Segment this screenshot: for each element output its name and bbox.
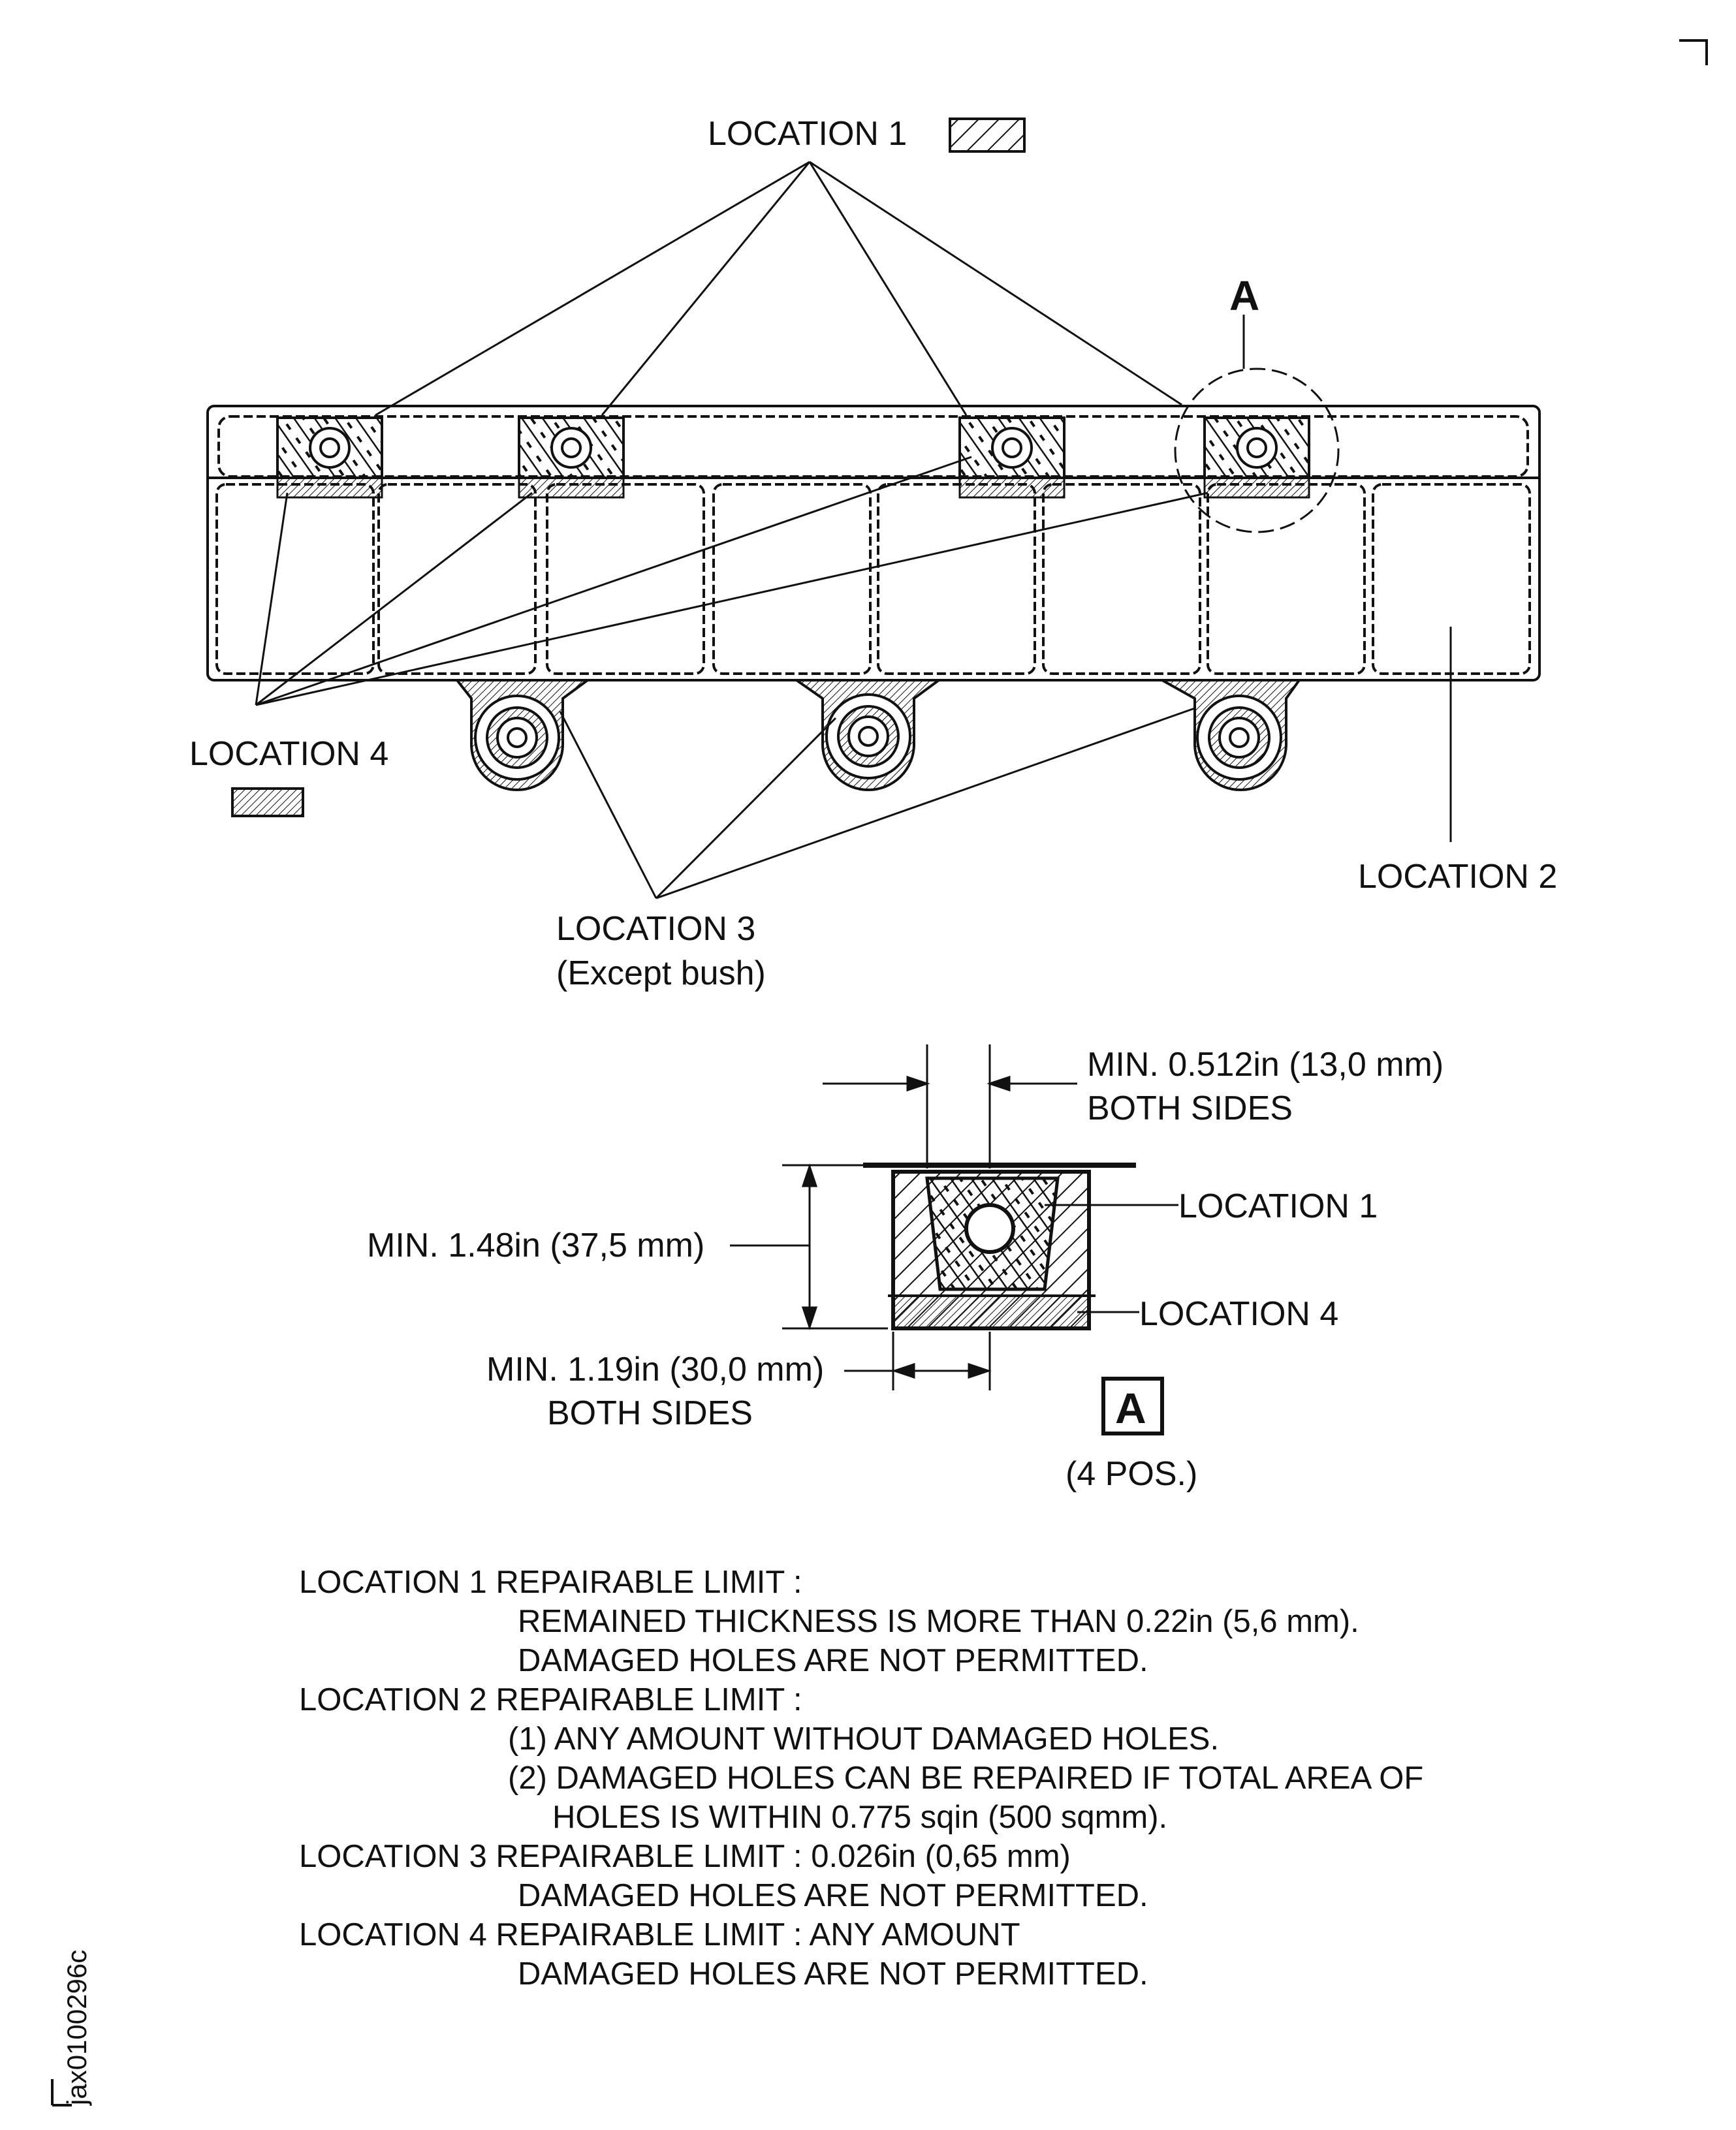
note-line: LOCATION 1 REPAIRABLE LIMIT : [299,1565,802,1600]
note-line: DAMAGED HOLES ARE NOT PERMITTED. [518,1878,1148,1913]
lug-1 [456,679,589,791]
note-line: LOCATION 3 REPAIRABLE LIMIT : 0.026in (0… [299,1839,1071,1874]
note-line: REMAINED THICKNESS IS MORE THAN 0.22in (… [518,1604,1359,1639]
detail-a-circle [1174,368,1340,533]
label-bottom-dim-1: MIN. 1.19in (30,0 mm) [486,1351,824,1388]
dim-top [823,1044,1077,1168]
label-detail-location-1: LOCATION 1 [1178,1187,1378,1225]
note-line: LOCATION 2 REPAIRABLE LIMIT : [299,1682,802,1717]
lug-3 [1161,679,1301,791]
label-positions: (4 POS.) [1065,1455,1197,1493]
detail-view-a [863,1163,1136,1330]
detail-a-letter: A [1229,272,1259,319]
lug-2 [795,679,940,791]
label-location-3: LOCATION 3 [556,910,755,948]
label-bottom-dim-2: BOTH SIDES [547,1394,753,1432]
note-line: LOCATION 4 REPAIRABLE LIMIT : ANY AMOUNT [299,1917,1020,1952]
dim-height [730,1163,888,1330]
leaders-location-4 [255,456,1208,706]
label-location-3-sub: (Except bush) [556,954,766,992]
label-top-dim-1: MIN. 0.512in (13,0 mm) [1087,1046,1444,1084]
label-location-2: LOCATION 2 [1358,858,1557,896]
label-height-dim: MIN. 1.48in (37,5 mm) [367,1227,704,1264]
note-line: (1) ANY AMOUNT WITHOUT DAMAGED HOLES. [508,1721,1219,1757]
repair-notes: LOCATION 1 REPAIRABLE LIMIT : REMAINED T… [299,1565,1423,1992]
corner-mark-top-right [1679,39,1708,65]
frame-body [206,405,1541,681]
label-detail-location-4: LOCATION 4 [1139,1295,1338,1333]
corner-mark-bottom-left [51,2079,72,2107]
label-location-1: LOCATION 1 [708,115,907,153]
fitting-3 [958,416,1065,499]
fitting-2 [518,416,625,499]
legend-location-1-swatch [949,117,1026,153]
label-top-dim-2: BOTH SIDES [1087,1089,1293,1127]
fitting-1 [276,416,383,499]
note-line: (2) DAMAGED HOLES CAN BE REPAIRED IF TOT… [508,1761,1423,1796]
label-location-4: LOCATION 4 [189,735,388,773]
note-line: DAMAGED HOLES ARE NOT PERMITTED. [518,1643,1148,1678]
legend-location-4-swatch [231,787,304,817]
note-line: DAMAGED HOLES ARE NOT PERMITTED. [518,1956,1148,1992]
fitting-4 [1203,416,1310,499]
figure-id: jax0100296c [61,1950,92,2107]
leaders-location-3 [559,707,1195,900]
dim-bottom [844,1332,992,1390]
leaders-location-1 [375,161,1182,416]
view-a-letter: A [1115,1384,1146,1432]
note-line: HOLES IS WITHIN 0.775 sqin (500 sqmm). [552,1800,1167,1835]
view-a-box [1101,1377,1164,1435]
